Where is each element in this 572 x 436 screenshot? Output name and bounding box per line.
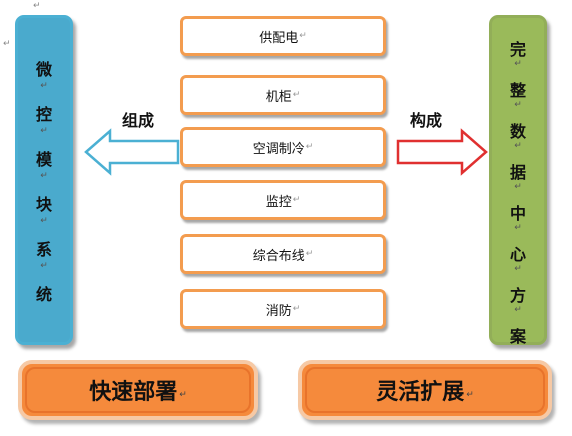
right-panel-char: 完	[509, 40, 526, 59]
left-panel-char: 块	[35, 195, 52, 214]
left-panel-char: 控	[35, 105, 52, 124]
flexible-expand-button[interactable]: 灵活扩展	[298, 360, 552, 420]
left-panel-char: 统	[35, 285, 52, 304]
quick-deploy-button[interactable]: 快速部署	[18, 360, 258, 420]
right-panel-char: 据	[509, 163, 526, 182]
component-power-supply: 供配电	[180, 16, 386, 56]
left-arrow-icon	[84, 128, 180, 176]
paragraph-mark	[3, 40, 11, 49]
component-monitoring: 监控	[180, 180, 386, 220]
component-fire-protection: 消防	[180, 289, 386, 329]
right-panel-char: 中	[509, 204, 526, 223]
left-panel-char: 微	[35, 60, 52, 79]
right-panel-char: 方	[509, 286, 526, 305]
right-arrow-icon	[396, 128, 488, 176]
left-arrow-label: 组成	[122, 111, 155, 130]
component-cabinet: 机柜	[180, 75, 386, 115]
right-panel-char: 数	[509, 122, 526, 141]
component-cooling: 空调制冷	[180, 127, 386, 167]
right-panel-char: 心	[509, 245, 526, 264]
right-panel-char: 整	[509, 81, 526, 100]
component-cabling: 综合布线	[180, 234, 386, 274]
right-arrow-label: 构成	[410, 111, 443, 130]
paragraph-mark	[33, 2, 41, 11]
left-panel-char: 模	[35, 150, 52, 169]
right-panel-complete-datacenter-solution: 完 整 数 据 中 心 方 案	[489, 15, 547, 345]
left-panel-microcontrol-module-system: 微 控 模 块 系 统	[15, 15, 73, 345]
left-panel-char: 系	[35, 240, 52, 259]
right-panel-char: 案	[509, 327, 526, 346]
